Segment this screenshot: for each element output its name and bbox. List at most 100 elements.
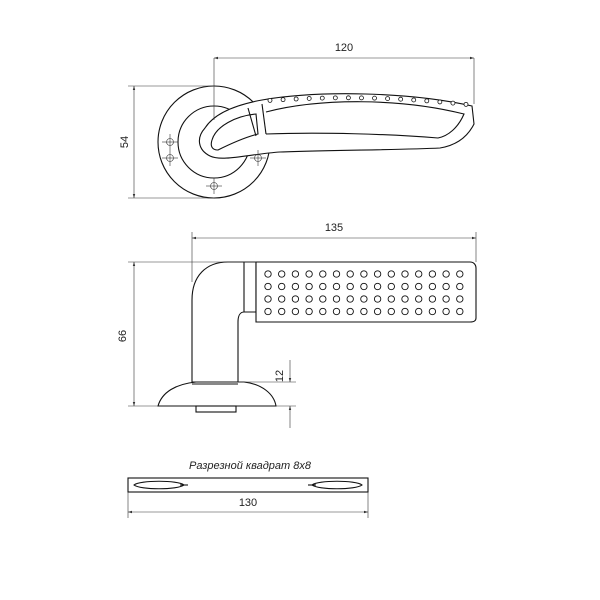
grip-dot <box>278 270 286 278</box>
grip-dot <box>305 270 313 278</box>
grip-dot <box>264 270 272 278</box>
top-lever-neck <box>210 113 259 151</box>
top-lever-grip-edge <box>265 101 465 139</box>
lever-dot <box>293 96 299 102</box>
grip-dot <box>319 282 327 291</box>
dim-12-label: 12 <box>274 370 286 382</box>
side-spindle-stub <box>195 405 237 413</box>
top-lever-dots <box>267 95 469 107</box>
lever-dot <box>306 96 312 101</box>
lever-dot <box>398 96 404 102</box>
grip-dot <box>346 307 354 316</box>
grip-dot <box>346 295 354 303</box>
grip-dot <box>346 270 354 278</box>
grip-dot <box>373 295 382 303</box>
grip-dot <box>401 270 409 278</box>
grip-dot <box>264 307 272 316</box>
grip-dot <box>456 307 464 316</box>
grip-dot <box>332 282 341 291</box>
grip-dot <box>360 295 368 303</box>
grip-dot <box>319 295 327 303</box>
lever-dot <box>332 95 338 101</box>
grip-dot <box>332 295 341 303</box>
grip-dot <box>319 270 327 278</box>
grip-dot <box>456 282 464 291</box>
lever-dot <box>450 100 456 106</box>
lever-dot <box>385 96 391 101</box>
grip-dot <box>305 307 313 316</box>
side-rosette-base <box>157 381 277 407</box>
grip-dot <box>332 270 341 278</box>
top-screw-bottom <box>206 178 222 194</box>
grip-dot <box>401 295 409 303</box>
dim-120-label: 120 <box>335 42 353 54</box>
grip-dot <box>291 282 300 291</box>
grip-dot <box>456 270 464 278</box>
grip-dot <box>360 270 368 278</box>
grip-dot <box>346 282 354 291</box>
grip-dot <box>305 295 313 303</box>
dim-54-label: 54 <box>119 136 131 148</box>
grip-dot <box>415 295 423 303</box>
top-screw-right <box>250 150 266 166</box>
grip-dot <box>373 270 382 278</box>
grip-dot <box>401 307 409 316</box>
top-screw-left <box>162 134 178 150</box>
grip-dot <box>264 282 272 291</box>
grip-dot <box>373 307 382 316</box>
grip-dot <box>415 307 423 316</box>
dim-66-label: 66 <box>117 330 129 342</box>
lever-dot <box>411 97 417 103</box>
grip-dot <box>278 295 286 303</box>
grip-dot <box>442 282 450 291</box>
side-grip-dots <box>264 270 464 316</box>
lever-dot <box>280 97 286 103</box>
grip-dot <box>360 282 368 291</box>
top-view: 120 54 <box>119 42 475 199</box>
spindle-bar <box>127 477 369 493</box>
lever-dot <box>463 101 469 107</box>
grip-dot <box>278 282 286 291</box>
grip-dot <box>387 307 395 316</box>
grip-dot <box>428 282 437 291</box>
spindle-caption: Разрезной квадрат 8x8 <box>189 460 312 472</box>
grip-dot <box>387 270 395 278</box>
lever-dot <box>424 98 430 104</box>
lever-dot <box>267 97 273 103</box>
grip-dot <box>387 282 395 291</box>
lever-dot <box>372 95 377 101</box>
top-screw-left-lower <box>162 150 178 166</box>
grip-dot <box>373 282 382 291</box>
grip-dot <box>387 295 395 303</box>
grip-dot <box>305 282 313 291</box>
spindle-slot-right <box>311 480 363 490</box>
grip-dot <box>360 307 368 316</box>
top-lever-divider-1 <box>247 107 257 137</box>
grip-dot <box>428 295 437 303</box>
lever-dot <box>359 95 364 101</box>
grip-dot <box>442 295 450 303</box>
grip-dot <box>291 295 300 303</box>
grip-dot <box>278 307 286 316</box>
top-lever-divider-2 <box>261 103 267 135</box>
grip-dot <box>401 282 409 291</box>
lever-dot <box>345 95 351 101</box>
grip-dot <box>319 307 327 316</box>
dim-130-label: 130 <box>239 497 257 509</box>
side-lever-neck <box>191 261 257 383</box>
lever-dot <box>319 95 325 101</box>
grip-dot <box>415 270 423 278</box>
grip-dot <box>456 295 464 303</box>
side-view: 135 66 12 <box>117 222 477 428</box>
grip-dot <box>428 270 437 278</box>
grip-dot <box>332 307 341 316</box>
grip-dot <box>428 307 437 316</box>
grip-dot <box>442 307 450 316</box>
spindle-view: Разрезной квадрат 8x8 130 <box>127 460 369 518</box>
dim-135-label: 135 <box>325 222 343 234</box>
lever-dot <box>437 99 443 105</box>
grip-dot <box>442 270 450 278</box>
grip-dot <box>291 307 300 316</box>
grip-dot <box>264 295 272 303</box>
